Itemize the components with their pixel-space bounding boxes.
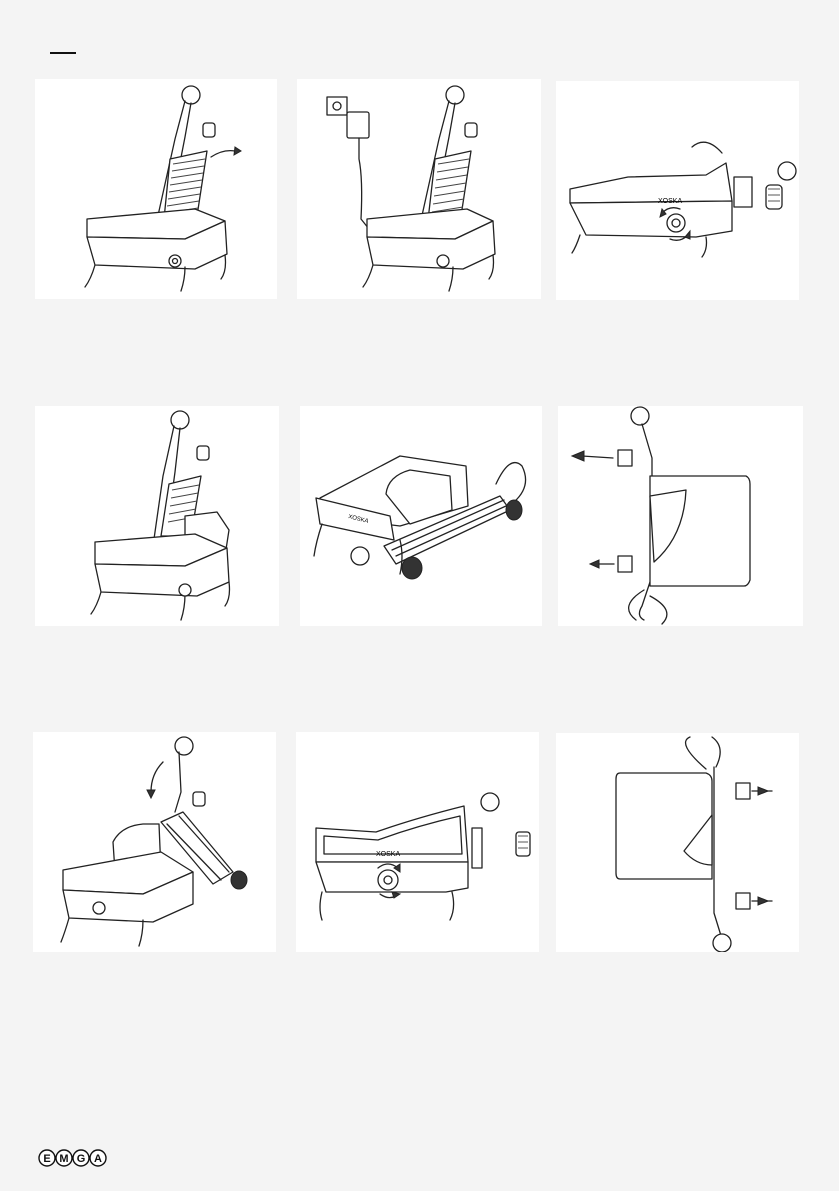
svg-text:E: E [43, 1153, 50, 1165]
device-label: XOSKA [376, 851, 400, 858]
panel-step-9 [556, 733, 799, 952]
illustration-top-view-install [556, 733, 799, 952]
panel-step-2 [297, 79, 541, 299]
step-badge [481, 793, 499, 811]
illustration-slide-tray-back [35, 406, 279, 626]
panel-step-5: XOSKA [300, 406, 542, 626]
svg-text:M: M [59, 1153, 68, 1165]
illustration-fold-down-carriage [33, 732, 276, 952]
illustration-unplug-adapter [297, 79, 541, 299]
illustration-side-knob-rotate: XOSKA [556, 81, 799, 300]
panel-step-6 [558, 406, 803, 626]
panel-step-3: XOSKA [556, 81, 799, 300]
illustration-top-view-remove [558, 406, 803, 626]
panel-step-7 [33, 732, 276, 952]
device-label: XOSKA [658, 198, 682, 205]
step-badge [631, 407, 649, 425]
svg-text:A: A [94, 1153, 102, 1165]
panel-step-1 [35, 79, 277, 299]
panel-step-4 [35, 406, 279, 626]
step-badge [351, 547, 369, 565]
step-badge [778, 162, 796, 180]
illustration-side-knob-tighten: XOSKA [296, 732, 539, 952]
panel-step-8: XOSKA [296, 732, 539, 952]
emga-logo: E M G A [38, 1148, 108, 1168]
svg-text:G: G [77, 1153, 86, 1165]
illustration-open-door [35, 79, 277, 299]
step-badge [175, 737, 193, 755]
step-badge [713, 934, 731, 952]
header-rule [50, 52, 76, 54]
illustration-carriage-remove: XOSKA [300, 406, 542, 626]
